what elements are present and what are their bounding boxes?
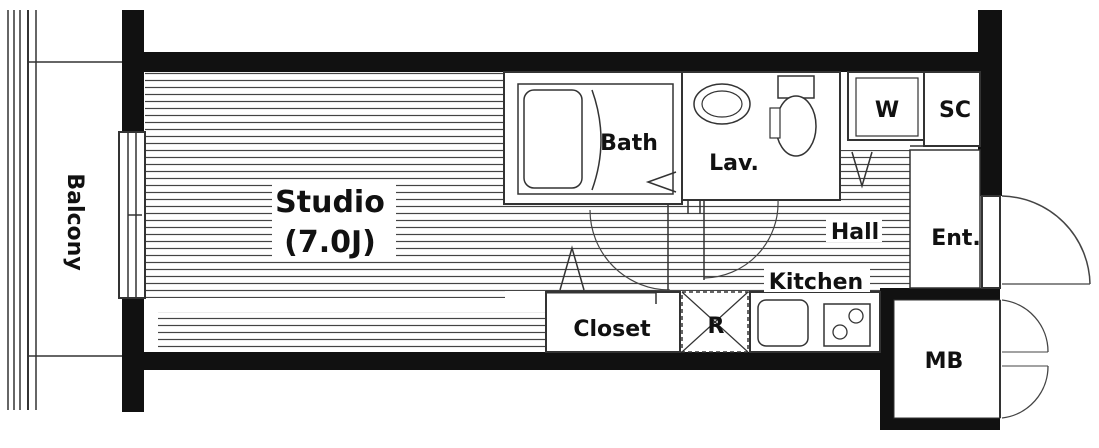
entrance-label: Ent. xyxy=(931,226,981,251)
hall-label: Hall xyxy=(831,220,879,245)
refrigerator-space xyxy=(681,291,749,353)
kitchen-counter xyxy=(749,291,881,353)
entrance-area xyxy=(909,149,1091,289)
closet-strip-floor xyxy=(158,312,546,352)
studio-label: Studio xyxy=(275,185,385,220)
closet-label: Closet xyxy=(573,317,651,342)
lavatory-area xyxy=(681,71,841,214)
kitchen-label: Kitchen xyxy=(769,270,863,295)
bath-label: Bath xyxy=(600,131,658,156)
washer-space xyxy=(847,71,925,189)
closet xyxy=(545,245,681,353)
meter-box-label: MB xyxy=(925,349,964,374)
lavatory-label: Lav. xyxy=(709,151,759,176)
balcony-label: Balcony xyxy=(62,173,87,270)
refrigerator-label: R xyxy=(708,314,725,339)
meter-box xyxy=(893,299,1049,419)
studio-size-label: (7.0J) xyxy=(284,225,376,260)
hall-upper-floor xyxy=(840,150,910,210)
washer-label: W xyxy=(875,98,899,123)
bath-unit xyxy=(503,71,683,205)
hall-doors xyxy=(589,199,779,291)
shoe-closet xyxy=(910,71,981,196)
shoe-closet-label: SC xyxy=(939,98,971,123)
balcony-railing xyxy=(7,10,125,410)
studio-window xyxy=(118,131,146,299)
